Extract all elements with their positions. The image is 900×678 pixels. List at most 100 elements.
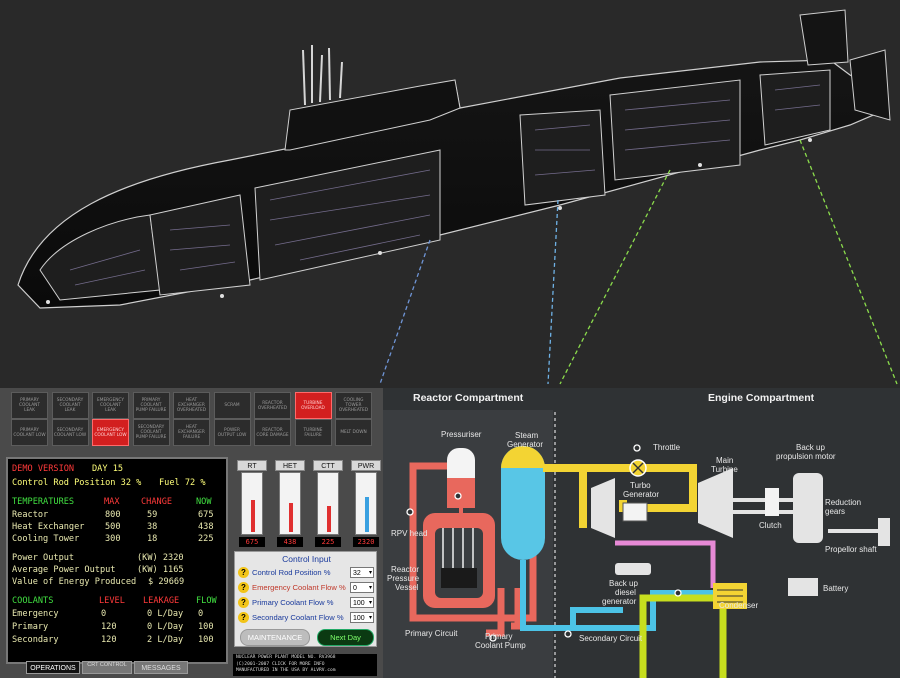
label-rpv-vessel-1: Reactor: [391, 565, 420, 574]
alarm-indicator: EMERGENCY COOLANT LOW: [92, 419, 129, 446]
plant-schematic: [383, 388, 900, 678]
gauge-label: RT: [237, 460, 267, 471]
coolant-row-flow: 100: [198, 635, 214, 645]
gauge-well: [355, 472, 377, 535]
label-reduction-gears-1: Reduction: [825, 498, 862, 507]
label-primary-pump-2: Coolant Pump: [475, 641, 526, 650]
gauge: RT 675: [237, 460, 267, 548]
temp-header-change: CHANGE: [141, 497, 173, 507]
label-condenser: Condenser: [719, 601, 759, 610]
gauge-value: 2320: [353, 537, 379, 547]
coolant-row-level: 0: [101, 609, 107, 619]
gauge-well: [317, 472, 339, 535]
coolant-row-name: Emergency: [12, 609, 59, 619]
control-row: ?Emergency Coolant Flow % 0: [238, 582, 376, 595]
temp-row-max: 800: [105, 510, 121, 520]
avg-power-label: Average Power Output: [12, 565, 116, 575]
rod-position-readout: Control Rod Position 32 %: [12, 478, 142, 488]
power-output-value: (KW) 2320: [137, 553, 184, 563]
gauge: CTT 225: [313, 460, 343, 548]
label-backup-diesel-2: diesel: [615, 588, 636, 597]
gauge-label: CTT: [313, 460, 343, 471]
gauge: PWR 2320: [351, 460, 381, 548]
coolant-header-flow: FLOW: [196, 596, 217, 606]
control-value-select[interactable]: 100: [350, 612, 374, 624]
alarm-indicator: PRIMARY COOLANT PUMP FAILURE: [132, 392, 170, 419]
temp-row-now: 675: [198, 510, 214, 520]
control-input-panel: Control Input ?Control Rod Position %32?…: [234, 551, 377, 647]
label-steam-generator-2: Generator: [507, 440, 544, 449]
engine-compartment-heading: Engine Compartment: [708, 392, 815, 404]
label-reduction-gears-2: gears: [825, 507, 846, 516]
control-label: Emergency Coolant Flow %: [252, 583, 346, 592]
label-backup-motor-1: Back up: [796, 443, 825, 452]
alarm-indicator: TURBINE FAILURE: [294, 419, 332, 446]
alarm-indicator: PRIMARY COOLANT LEAK: [11, 392, 48, 419]
manufacturer-plate[interactable]: NUCLEAR POWER PLANT MODEL NO. RV3968 (C)…: [233, 654, 377, 676]
gauge-value: 225: [315, 537, 341, 547]
alarm-indicator: PRIMARY COOLANT LOW: [11, 419, 48, 446]
temp-row-change: 59: [147, 510, 158, 520]
label-clutch: Clutch: [759, 521, 782, 530]
help-icon[interactable]: ?: [238, 612, 249, 623]
coolant-row-name: Secondary: [12, 635, 59, 645]
day-counter: DAY 15: [92, 464, 124, 474]
control-value-select[interactable]: 100: [350, 597, 374, 609]
tab-crt-control[interactable]: CRT CONTROL: [82, 661, 132, 674]
submarine-cutaway: [17, 9, 898, 385]
alarm-indicator: COOLING TOWER OVERHEATED: [335, 392, 372, 419]
coolant-row-leak: 0 L/Day: [147, 609, 184, 619]
temp-row-now: 225: [198, 534, 214, 544]
label-backup-diesel-1: Back up: [609, 579, 638, 588]
label-rpv-vessel-2: Pressure: [387, 574, 420, 583]
temp-header: TEMPERATURES: [12, 497, 75, 507]
temp-row-change: 18: [147, 534, 158, 544]
coolant-row-flow: 100: [198, 622, 214, 632]
energy-value-label: Value of Energy Produced: [12, 577, 137, 587]
power-output-label: Power Output: [12, 553, 75, 563]
alarm-indicator: HEAT EXCHANGER OVERHEATED: [173, 392, 210, 419]
next-day-button[interactable]: Next Day: [317, 629, 374, 646]
control-value-select[interactable]: 0: [350, 582, 374, 594]
alarm-indicator: SECONDARY COOLANT LEAK: [51, 392, 89, 419]
coolant-header-leakage: LEAKAGE: [143, 596, 180, 606]
crt-display: DEMO VERSION DAY 15 Control Rod Position…: [6, 457, 228, 664]
label-throttle: Throttle: [653, 443, 681, 452]
temp-row-name: Cooling Tower: [12, 534, 80, 544]
gauge-label: PWR: [351, 460, 381, 471]
control-row: ?Control Rod Position %32: [238, 567, 376, 580]
gauge-fill: [327, 506, 331, 532]
alarm-indicator: SECONDARY COOLANT LOW: [51, 419, 89, 446]
temp-row-max: 300: [105, 534, 121, 544]
temp-row-max: 500: [105, 522, 121, 532]
alarm-indicator: SECONDARY COOLANT PUMP FAILURE: [132, 419, 170, 446]
maintenance-button[interactable]: MAINTENANCE: [240, 629, 310, 646]
label-backup-motor-2: propulsion motor: [776, 452, 836, 461]
alarm-indicator: REACTOR OVERHEATED: [254, 392, 291, 419]
label-turbo-generator-2: Generator: [623, 490, 660, 499]
reactor-compartment-heading: Reactor Compartment: [413, 392, 524, 404]
coolant-row-flow: 0: [198, 609, 204, 619]
help-icon[interactable]: ?: [238, 597, 249, 608]
alarm-indicator: TURBINE OVERLOAD: [294, 392, 332, 419]
help-icon[interactable]: ?: [238, 582, 249, 593]
label-turbo-generator-1: Turbo: [630, 481, 651, 490]
coolant-header-level: LEVEL: [99, 596, 125, 606]
gauge-fill: [289, 503, 293, 532]
tab-messages[interactable]: MESSAGES: [134, 661, 188, 674]
gauge-value: 675: [239, 537, 265, 547]
control-value-select[interactable]: 32: [350, 567, 374, 579]
energy-value-amount: $ 29669: [148, 577, 185, 587]
temp-row-name: Heat Exchanger: [12, 522, 85, 532]
label-secondary-circuit: Secondary Circuit: [579, 634, 643, 643]
tab-operations[interactable]: OPERATIONS: [26, 661, 80, 674]
alarm-indicator: SCRAM: [213, 392, 251, 419]
gauge-well: [279, 472, 301, 535]
avg-power-value: (KW) 1165: [137, 565, 184, 575]
temp-header-now: NOW: [196, 497, 212, 507]
help-icon[interactable]: ?: [238, 567, 249, 578]
coolant-row-leak: 2 L/Day: [147, 635, 184, 645]
coolant-row-level: 120: [101, 622, 117, 632]
label-primary-pump-1: Primary: [485, 632, 513, 641]
bottom-tabs: OPERATIONS CRT CONTROL MESSAGES: [16, 661, 216, 674]
